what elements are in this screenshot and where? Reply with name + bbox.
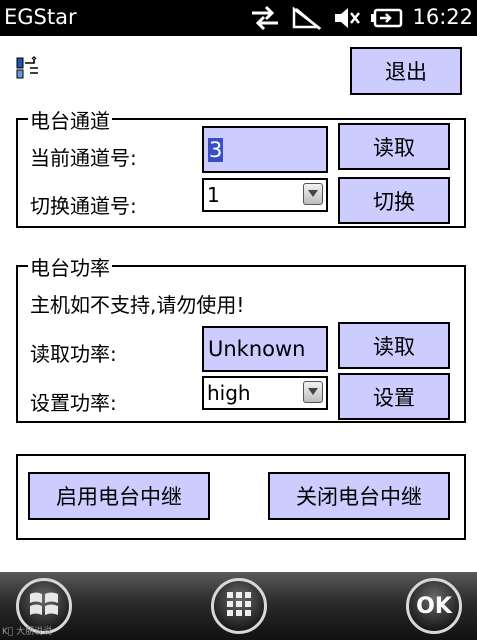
relay-group <box>16 454 466 540</box>
start-button[interactable] <box>16 578 72 634</box>
power-group-title: 电台功率 <box>28 252 112 281</box>
battery-charging-icon <box>370 5 406 35</box>
read-power-button[interactable]: 读取 <box>338 322 450 369</box>
power-warning: 主机如不支持,请勿使用! <box>30 293 245 317</box>
set-power-label: 设置功率: <box>30 391 117 415</box>
volume-mute-icon <box>333 5 361 35</box>
switch-channel-label: 切换通道号: <box>30 194 137 218</box>
taskbar: OK K⃝ 大朋说说 <box>0 572 477 640</box>
enable-relay-button[interactable]: 启用电台中继 <box>28 472 210 520</box>
windows-start-icon <box>28 589 60 623</box>
no-signal-icon <box>290 5 322 35</box>
disable-relay-button[interactable]: 关闭电台中继 <box>268 472 450 520</box>
read-power-label: 读取功率: <box>30 342 117 366</box>
exit-button[interactable]: 退出 <box>350 47 462 95</box>
status-bar: EGStar 16:22 <box>0 0 477 36</box>
ok-label: OK <box>416 593 452 619</box>
set-power-select[interactable]: high <box>202 376 328 410</box>
switch-channel-select[interactable]: 1 <box>202 178 328 212</box>
switch-channel-value: 1 <box>207 183 220 207</box>
app-title: EGStar <box>4 5 77 29</box>
current-channel-label: 当前通道号: <box>30 146 137 170</box>
chevron-down-icon[interactable] <box>303 183 323 205</box>
keyboard-icon <box>224 589 254 623</box>
set-power-button[interactable]: 设置 <box>338 373 450 420</box>
read-channel-button[interactable]: 读取 <box>338 123 450 170</box>
power-group <box>16 265 466 423</box>
read-power-value: Unknown <box>208 337 306 361</box>
ok-button[interactable]: OK <box>406 578 462 634</box>
chevron-down-icon[interactable] <box>303 381 323 403</box>
set-power-value: high <box>207 381 251 405</box>
current-channel-value: 3 <box>208 137 224 162</box>
channel-group <box>16 118 466 228</box>
current-channel-field[interactable]: 3 <box>202 126 328 173</box>
sync-arrows-icon <box>250 5 280 35</box>
watermark: K⃝ 大朋说说 <box>2 627 53 637</box>
connection-icon <box>16 56 42 84</box>
read-power-field[interactable]: Unknown <box>202 326 328 372</box>
keyboard-button[interactable] <box>211 578 267 634</box>
switch-channel-button[interactable]: 切换 <box>338 177 450 224</box>
channel-group-title: 电台通道 <box>28 105 112 134</box>
clock: 16:22 <box>412 5 473 29</box>
